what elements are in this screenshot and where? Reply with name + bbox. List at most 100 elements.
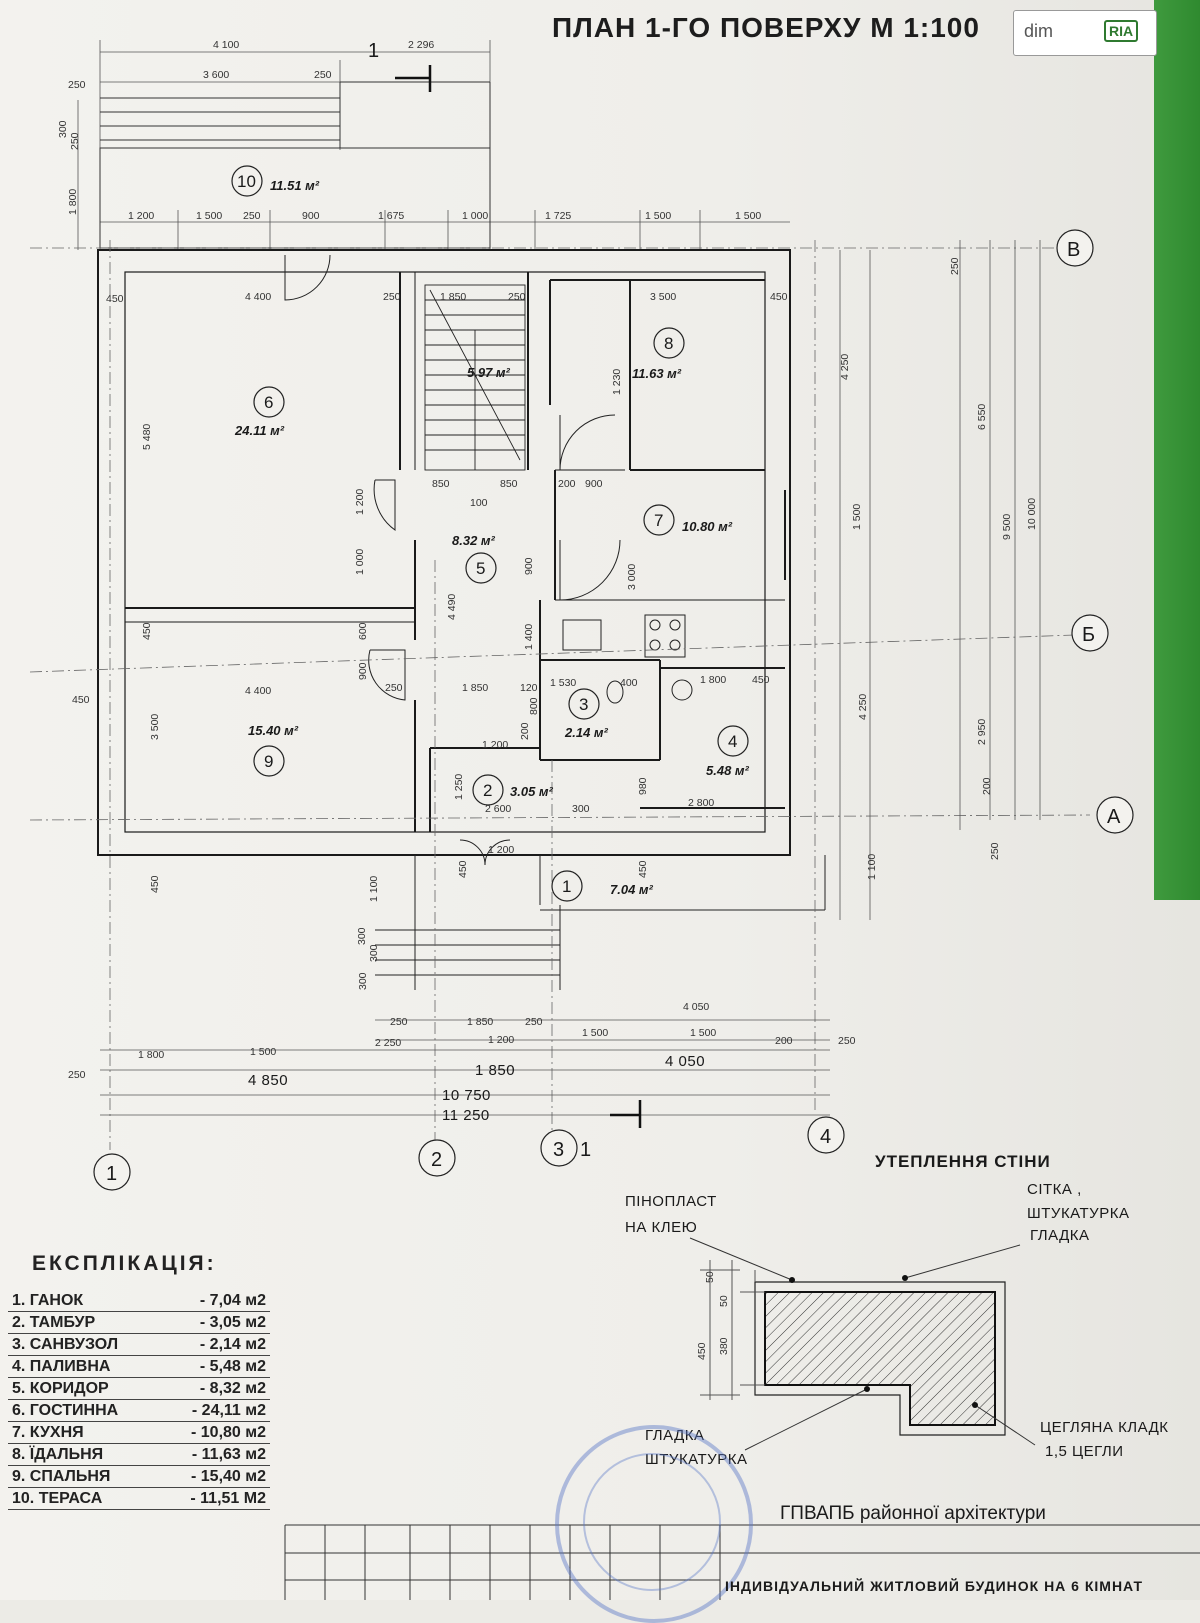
terrace-steps bbox=[99, 81, 491, 249]
dim-text: 1 500 bbox=[851, 504, 863, 530]
dim-text: 250 bbox=[525, 1016, 543, 1028]
legend-row: 7. КУХНЯ- 10,80 м2 bbox=[8, 1422, 270, 1444]
mesh-label-1: СІТКА , bbox=[1027, 1181, 1082, 1198]
dim-text: 300 bbox=[57, 120, 69, 138]
axis-label-3: 3 bbox=[553, 1139, 564, 1161]
dim-text: 1 800 bbox=[67, 189, 79, 215]
dim-text: 3 600 bbox=[203, 69, 229, 81]
dim-text: 1 250 bbox=[453, 774, 465, 800]
dim-text: 450 bbox=[752, 674, 770, 686]
dim-text: 900 bbox=[523, 557, 535, 575]
dim-text: 4 250 bbox=[857, 694, 869, 720]
dim-text: 1 200 bbox=[128, 210, 154, 222]
legend-name: 8. ЇДАЛЬНЯ bbox=[12, 1446, 104, 1463]
legend-value: - 7,04 м2 bbox=[199, 1292, 266, 1309]
legend-row: 4. ПАЛИВНА- 5,48 м2 bbox=[8, 1356, 270, 1378]
dim-text: 1 500 bbox=[250, 1046, 276, 1058]
dim-text: 250 bbox=[68, 79, 86, 91]
dim-text: 1 500 bbox=[735, 210, 761, 222]
dim-text: 1 100 bbox=[866, 854, 878, 880]
dim-text: 850 bbox=[500, 478, 518, 490]
interior-walls bbox=[125, 272, 786, 832]
watermark-dim: dim bbox=[1024, 21, 1054, 41]
section-label-top: 1 bbox=[368, 40, 379, 62]
axis-bubble-3 bbox=[540, 1129, 578, 1167]
room-area-7: 10.80 м² bbox=[682, 519, 733, 534]
room-num-7: 7 bbox=[654, 511, 663, 530]
axis-label-1: 1 bbox=[106, 1163, 117, 1185]
dim-text: 450 bbox=[106, 293, 124, 305]
axis-bubbles bbox=[93, 229, 1134, 1191]
dim-text: 1 230 bbox=[611, 369, 623, 395]
dim-text: 1 500 bbox=[645, 210, 671, 222]
dim-text: 2 296 bbox=[408, 39, 434, 51]
titleblock-organization: ГПВАПБ районної архітектури bbox=[780, 1503, 1046, 1524]
room-num-8: 8 bbox=[664, 334, 673, 353]
dim-text: 250 bbox=[314, 69, 332, 81]
legend-name: 6. ГОСТИННА bbox=[12, 1402, 119, 1419]
legend-name: 1. ГАНОК bbox=[12, 1292, 84, 1309]
room-area-3: 2.14 м² bbox=[564, 725, 609, 740]
axis-bubble-v bbox=[1056, 229, 1094, 267]
dim-text: 250 bbox=[989, 842, 1001, 860]
foam-label-1: ПІНОПЛАСТ bbox=[625, 1193, 717, 1210]
dim-text: 980 bbox=[637, 777, 649, 795]
dim-text: 450 bbox=[72, 694, 90, 706]
insulation-detail: УТЕПЛЕННЯ СТІНИ ПІНОПЛАСТ НА КЛЕЮ СІТКА … bbox=[625, 1152, 1168, 1468]
dim-text: 300 bbox=[357, 972, 369, 990]
dim-text: 3 500 bbox=[149, 714, 161, 740]
dim-text: 10 750 bbox=[442, 1087, 491, 1104]
legend-row: 1. ГАНОК - 7,04 м2 bbox=[8, 1290, 270, 1312]
dim-text: 4 050 bbox=[665, 1053, 705, 1070]
dim-text: 250 bbox=[383, 291, 401, 303]
legend-row: 9. СПАЛЬНЯ- 15,40 м2 bbox=[8, 1466, 270, 1488]
axis-bubble-1 bbox=[93, 1153, 131, 1191]
axis-label-2: 2 bbox=[431, 1149, 442, 1171]
axis-label-4: 4 bbox=[820, 1126, 831, 1148]
dim-text: 1 850 bbox=[462, 682, 488, 694]
official-stamp-inner bbox=[583, 1453, 721, 1591]
dim-text: 2 250 bbox=[375, 1037, 401, 1049]
dim-text: 900 bbox=[357, 662, 369, 680]
room-area-10: 11.51 м² bbox=[270, 178, 320, 193]
dim-text: 1 400 bbox=[523, 624, 535, 650]
dim-text: 250 bbox=[69, 132, 81, 150]
dim-text: 250 bbox=[838, 1035, 856, 1047]
legend-value: - 8,32 м2 bbox=[199, 1380, 266, 1397]
dim-text: 120 bbox=[520, 682, 538, 694]
axis-bubble-b bbox=[1071, 614, 1109, 652]
axis-label-b: Б bbox=[1082, 624, 1095, 646]
dim-text: 250 bbox=[243, 210, 261, 222]
room-area-4: 5.48 м² bbox=[706, 763, 750, 778]
dim-text: 5 480 bbox=[141, 424, 153, 450]
bottom-dimension-lines bbox=[100, 1019, 830, 1116]
dim-text: 1 200 bbox=[488, 844, 514, 856]
mesh-label-2: ШТУКАТУРКА bbox=[1027, 1205, 1129, 1222]
dim-text: 1 500 bbox=[690, 1027, 716, 1039]
legend-name: 4. ПАЛИВНА bbox=[12, 1358, 111, 1375]
dim-text: 3 500 bbox=[650, 291, 676, 303]
plan-title: ПЛАН 1-ГО ПОВЕРХУ М 1:100 bbox=[552, 12, 980, 43]
axis-label-v: В bbox=[1067, 239, 1080, 261]
dim-text: 1 800 bbox=[700, 674, 726, 686]
dim-text: 450 bbox=[770, 291, 788, 303]
brick-label-2: 1,5 ЦЕГЛИ bbox=[1045, 1443, 1124, 1460]
top-dimensions: 4 100 3 600 250 2 296 1 200 1 500 250 90… bbox=[128, 39, 761, 222]
outer-walls bbox=[97, 249, 791, 856]
dim-text: 300 bbox=[356, 927, 368, 945]
legend-value: - 10,80 м2 bbox=[191, 1424, 266, 1441]
dim-text: 300 bbox=[572, 803, 590, 815]
official-stamp bbox=[555, 1425, 753, 1623]
legend-value: - 11,63 м2 bbox=[191, 1446, 266, 1463]
dim-text: 200 bbox=[981, 777, 993, 795]
dim-text: 900 bbox=[302, 210, 320, 222]
dim-text: 1 200 bbox=[488, 1034, 514, 1046]
dim-text: 100 bbox=[470, 497, 488, 509]
axis-gridlines bbox=[29, 240, 1091, 1150]
room-area-1: 7.04 м² bbox=[610, 882, 654, 897]
room-num-5: 5 bbox=[476, 559, 485, 578]
dim-text: 600 bbox=[357, 622, 369, 640]
dim-text: 800 bbox=[528, 697, 540, 715]
dim-text: 1 725 bbox=[545, 210, 571, 222]
left-dimensions: 250 300 250 1 800 450 450 450 1 100 300 … bbox=[57, 79, 380, 990]
